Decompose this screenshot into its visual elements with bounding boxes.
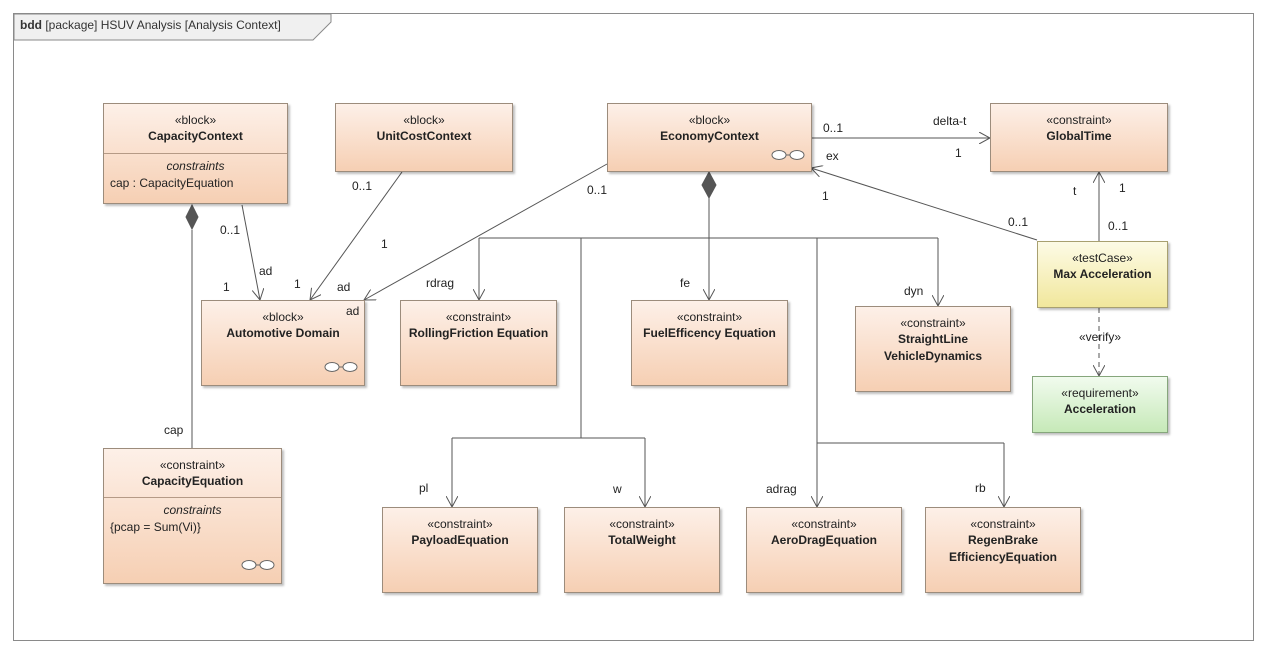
block-name: FuelEfficency Equation — [643, 326, 776, 340]
composition-capacity-diamond — [185, 203, 199, 231]
label-ec-gt-mult-src: 0..1 — [823, 121, 844, 135]
stereotype: «constraint» — [1046, 113, 1112, 127]
frame-title: bdd [package] HSUV Analysis [Analysis Co… — [20, 18, 281, 32]
constraints-compartment: constraints {pcap = Sum(Vi)} — [104, 497, 281, 536]
frame-kind: bdd — [20, 18, 42, 32]
label-role-w: w — [613, 482, 622, 496]
label-ec-gt-mult-tgt: 1 — [955, 146, 962, 160]
label-role-dyn: dyn — [904, 284, 924, 298]
diagram-frame — [13, 13, 1254, 641]
label-ec-mult-tgt: 1 — [381, 237, 388, 251]
block-name: Automotive Domain — [226, 326, 340, 340]
decomposition-icon — [771, 150, 805, 160]
block-name: RollingFriction Equation — [408, 326, 549, 340]
block-name: EconomyContext — [660, 129, 759, 143]
label-ex-mult-tgt: 1 — [822, 189, 829, 203]
stereotype: «requirement» — [1061, 386, 1139, 400]
block-capacity-context[interactable]: «block» CapacityContext constraints cap … — [103, 103, 288, 204]
link-testcase-to-economy[interactable] — [811, 168, 1038, 241]
block-name: AeroDragEquation — [770, 533, 877, 547]
decomposition-icon — [324, 362, 358, 372]
stereotype: «block» — [403, 113, 445, 127]
block-name: Acceleration — [1063, 402, 1137, 416]
compartment-title: constraints — [166, 159, 225, 173]
block-name: GlobalTime — [1046, 129, 1112, 143]
block-unit-cost-context[interactable]: «block» UnitCostContext — [335, 103, 513, 172]
label-role-t: t — [1073, 184, 1077, 198]
constraint-payload-equation[interactable]: «constraint» PayloadEquation — [382, 507, 538, 593]
block-name: TotalWeight — [608, 533, 676, 547]
constraints-compartment: constraints cap : CapacityEquation — [104, 153, 287, 192]
label-role-fe: fe — [680, 276, 691, 290]
stereotype: «constraint» — [427, 517, 493, 531]
constraint-vehicle-dynamics[interactable]: «constraint» StraightLine VehicleDynamic… — [855, 306, 1011, 392]
requirement-acceleration[interactable]: «requirement» Acceleration — [1032, 376, 1168, 433]
link-economy-to-automotive[interactable] — [364, 163, 608, 300]
block-name: RegenBrake EfficiencyEquation — [948, 533, 1058, 564]
composition-economy-diamond — [701, 170, 717, 200]
block-name: CapacityContext — [148, 129, 243, 143]
constraint-aero-drag[interactable]: «constraint» AeroDragEquation — [746, 507, 902, 593]
testcase-max-acceleration[interactable]: «testCase» Max Acceleration — [1037, 241, 1168, 308]
stereotype: «block» — [688, 113, 731, 127]
stereotype: «block» — [174, 113, 217, 127]
label-role-pl: pl — [419, 481, 429, 495]
label-cc-mult-tgt: 1 — [223, 280, 230, 294]
block-name: UnitCostContext — [376, 129, 472, 143]
stereotype: «constraint» — [791, 517, 857, 531]
link-capacity-to-automotive[interactable] — [241, 204, 260, 300]
constraint-regen-brake[interactable]: «constraint» RegenBrake EfficiencyEquati… — [925, 507, 1081, 593]
label-role-rdrag: rdrag — [426, 276, 455, 290]
frame-title-label: [package] HSUV Analysis [Analysis Contex… — [45, 18, 281, 32]
block-name: CapacityEquation — [141, 474, 244, 488]
stereotype: «constraint» — [970, 517, 1036, 531]
compartment-title: constraints — [163, 503, 222, 517]
constraint-fuel-efficiency[interactable]: «constraint» FuelEfficency Equation — [631, 300, 788, 386]
block-name: Max Acceleration — [1053, 267, 1152, 281]
constraint-rolling-friction[interactable]: «constraint» RollingFriction Equation — [400, 300, 557, 386]
label-ec-role-ad: ad — [346, 304, 360, 318]
label-role-ex: ex — [826, 149, 839, 163]
stereotype: «testCase» — [1072, 251, 1133, 265]
block-name: PayloadEquation — [411, 533, 509, 547]
frame-tab-shape — [14, 14, 332, 41]
stereotype: «constraint» — [159, 458, 226, 472]
label-ec-gt-role: delta-t — [933, 114, 967, 128]
label-ec-mult-src: 0..1 — [587, 183, 608, 197]
label-role-adrag: adrag — [766, 482, 797, 496]
label-cc-role-ad: ad — [259, 264, 273, 278]
label-ucc-mult-src: 0..1 — [352, 179, 373, 193]
block-automotive-domain[interactable]: «block» Automotive Domain — [201, 300, 365, 386]
label-role-rb: rb — [975, 481, 986, 495]
stereotype: «constraint» — [676, 310, 743, 324]
block-name: StraightLine VehicleDynamics — [883, 332, 983, 363]
stereotype: «constraint» — [445, 310, 512, 324]
label-t-mult-src: 0..1 — [1108, 219, 1129, 233]
stereotype: «constraint» — [900, 316, 966, 330]
label-t-mult-tgt: 1 — [1119, 181, 1126, 195]
label-ex-mult-src: 0..1 — [1008, 215, 1029, 229]
label-cc-mult-src: 0..1 — [220, 223, 241, 237]
stereotype: «block» — [262, 310, 304, 324]
label-ucc-role-ad: ad — [337, 280, 351, 294]
label-verify: «verify» — [1079, 330, 1122, 344]
label-role-cap: cap — [164, 423, 184, 437]
constraint-capacity-equation[interactable]: «constraint» CapacityEquation constraint… — [103, 448, 282, 584]
compartment-value: {pcap = Sum(Vi)} — [110, 520, 201, 534]
link-unitcost-to-automotive[interactable] — [310, 171, 403, 300]
constraint-total-weight[interactable]: «constraint» TotalWeight — [564, 507, 720, 593]
stereotype: «constraint» — [609, 517, 675, 531]
block-economy-context[interactable]: «block» EconomyContext — [607, 103, 812, 172]
constraint-global-time[interactable]: «constraint» GlobalTime — [990, 103, 1168, 172]
label-ucc-mult-tgt: 1 — [294, 277, 301, 291]
decomposition-icon — [241, 560, 275, 570]
compartment-value: cap : CapacityEquation — [110, 176, 234, 190]
